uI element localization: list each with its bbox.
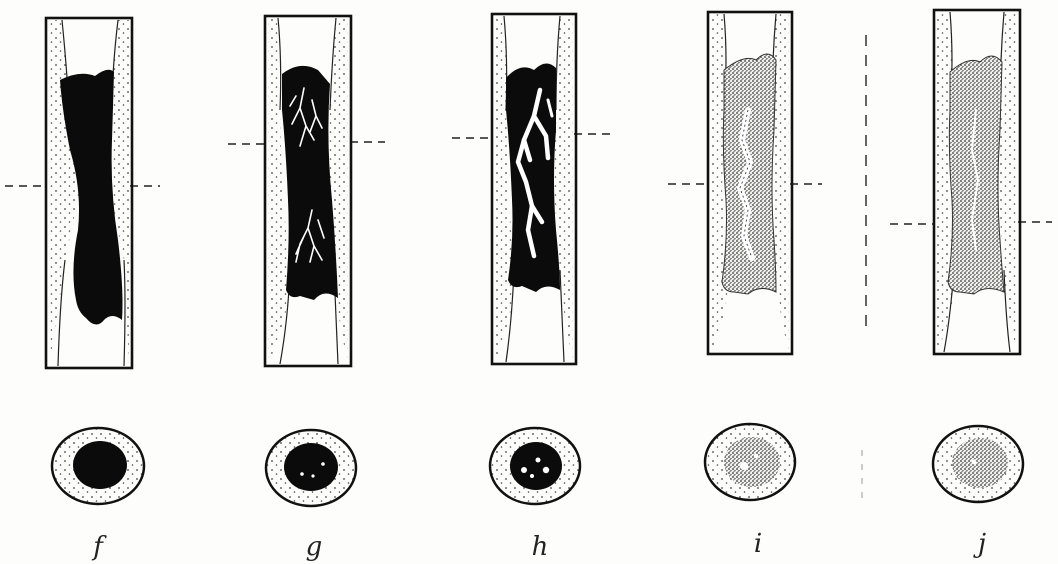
panel-label-j: j <box>973 529 986 559</box>
panel-f <box>5 18 160 504</box>
vessel-wall-left <box>49 20 80 366</box>
panel-label-f: f <box>91 532 107 562</box>
panel-h <box>452 14 610 504</box>
panel-label-h: h <box>532 532 549 562</box>
cross-section-lumen <box>284 443 338 491</box>
cross-section-lumen <box>73 441 127 489</box>
cross-section-core <box>724 437 780 487</box>
panel-i <box>668 12 822 500</box>
panel-g <box>228 16 385 506</box>
panel-label-g: g <box>306 532 323 562</box>
panel-j <box>890 10 1052 502</box>
cross-section-core <box>952 438 1008 488</box>
cross-section-lumen <box>510 442 562 490</box>
panel-label-i: i <box>754 529 762 559</box>
thrombus-solid <box>282 66 338 300</box>
